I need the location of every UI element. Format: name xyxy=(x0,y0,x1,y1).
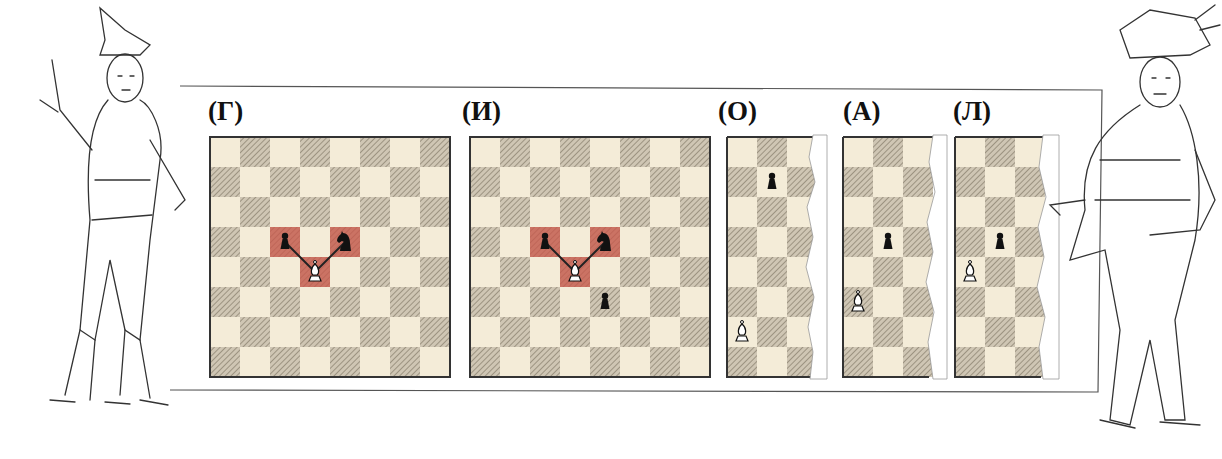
board-label: (Л) xyxy=(953,96,991,126)
board-label: (И) xyxy=(462,96,501,126)
board-label: (Г) xyxy=(208,96,243,126)
board-label: (А) xyxy=(843,96,880,126)
board-label: (О) xyxy=(718,96,757,126)
